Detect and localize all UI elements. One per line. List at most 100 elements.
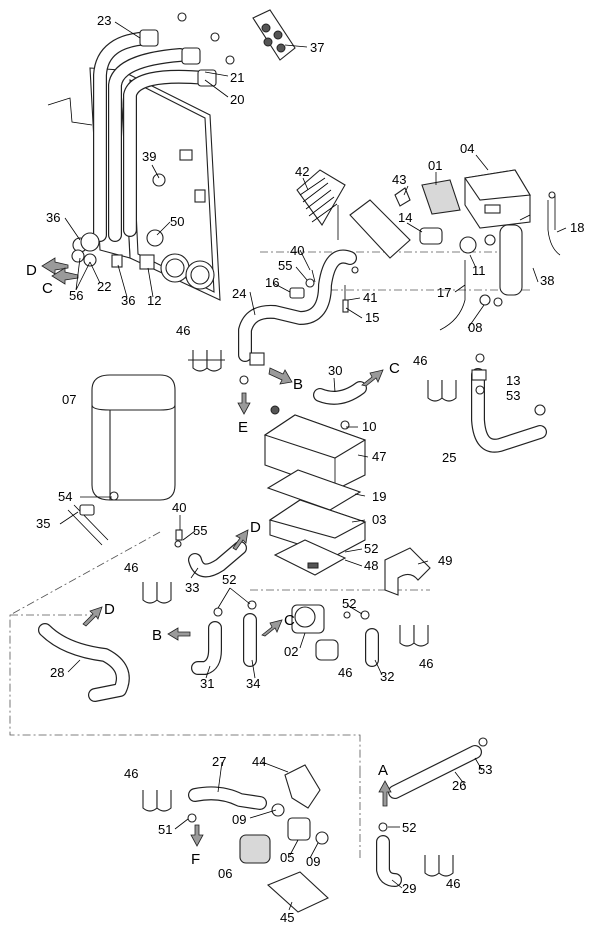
label-21: 21 (230, 70, 244, 85)
label-01: 01 (428, 158, 442, 173)
label-03: 03 (372, 512, 386, 527)
flow-arrow-c-low (261, 619, 283, 637)
label-53b: 53 (478, 762, 492, 777)
label-16: 16 (265, 275, 279, 290)
flow-label-d-low: D (250, 519, 261, 536)
flow-arrow-f-bot (190, 824, 204, 847)
clip-bottom-right (424, 855, 454, 877)
label-46c: 46 (124, 560, 138, 575)
pipe-33 (174, 529, 247, 578)
label-13: 13 (506, 373, 520, 388)
label-53a: 53 (506, 388, 520, 403)
pipe-28 (38, 623, 130, 702)
label-09b: 09 (306, 854, 320, 869)
label-36a: 36 (46, 210, 60, 225)
flow-arrow-c-top (51, 267, 79, 285)
bracket-44 (284, 764, 321, 809)
label-43: 43 (392, 172, 406, 187)
flow-label-c-top: C (42, 280, 53, 297)
label-06: 06 (218, 866, 232, 881)
fittings-left (71, 173, 166, 270)
label-22: 22 (97, 279, 111, 294)
label-37: 37 (310, 40, 324, 55)
flow-arrow-a-bot (378, 780, 392, 807)
clip-49 (384, 547, 431, 596)
pipes-31-34 (191, 600, 257, 675)
label-42: 42 (295, 164, 309, 179)
label-31: 31 (200, 676, 214, 691)
clip-right (427, 380, 457, 402)
flow-label-b-mid: B (293, 376, 303, 393)
flow-label-b-low: B (152, 627, 162, 644)
flow-label-c-mid: C (389, 360, 400, 377)
label-29: 29 (402, 881, 416, 896)
clip-bottom-left (142, 790, 172, 812)
label-56: 56 (69, 288, 83, 303)
flow-label-e-mid: E (238, 419, 248, 436)
label-45: 45 (280, 910, 294, 925)
label-52c: 52 (342, 596, 356, 611)
label-27: 27 (212, 754, 226, 769)
pipe-30 (313, 381, 367, 405)
label-38: 38 (540, 273, 554, 288)
label-46g: 46 (446, 876, 460, 891)
label-55a: 55 (278, 258, 292, 273)
housing-06 (239, 834, 271, 864)
leader-lines (59, 21, 567, 911)
label-08: 08 (468, 320, 482, 335)
label-11: 11 (472, 263, 486, 278)
label-46e: 46 (419, 656, 433, 671)
label-19: 19 (372, 489, 386, 504)
pump (291, 604, 379, 667)
label-44: 44 (252, 754, 266, 769)
pipe-25 (471, 353, 547, 453)
label-34: 34 (246, 676, 260, 691)
label-46b: 46 (413, 353, 427, 368)
cable (547, 191, 561, 256)
label-17: 17 (437, 285, 451, 300)
label-26: 26 (452, 778, 466, 793)
flow-arrow-c-mid (361, 369, 384, 387)
label-52a: 52 (364, 541, 378, 556)
label-32: 32 (380, 669, 394, 684)
label-20: 20 (230, 92, 244, 107)
flow-arrow-d-low (232, 529, 249, 551)
label-55b: 55 (193, 523, 207, 538)
cover-plate (252, 9, 296, 61)
control-box (394, 169, 531, 229)
label-14: 14 (398, 210, 412, 225)
label-35: 35 (36, 516, 50, 531)
label-39: 39 (142, 149, 156, 164)
label-50: 50 (170, 214, 184, 229)
flow-label-a-bot: A (378, 762, 388, 779)
flow-label-d-left: D (104, 601, 115, 618)
outlet-pipe (238, 249, 357, 385)
valve-05 (271, 803, 329, 845)
bracket-45 (266, 871, 329, 913)
label-40a: 40 (290, 243, 304, 258)
clip-pump-right (399, 625, 429, 647)
inlet-pipes (93, 12, 235, 242)
label-28: 28 (50, 665, 64, 680)
label-46a: 46 (176, 323, 190, 338)
filter (296, 169, 411, 259)
flow-letters: D C B C E D D B C A F (26, 262, 400, 868)
label-09a: 09 (232, 812, 246, 827)
label-48: 48 (364, 558, 378, 573)
label-54: 54 (58, 489, 72, 504)
label-46d: 46 (338, 665, 352, 680)
water-tank (91, 374, 176, 501)
pipe-26 (388, 737, 488, 799)
flow-label-d-top: D (26, 262, 37, 279)
clip-mid-left (142, 582, 172, 604)
label-36b: 36 (121, 293, 135, 308)
flow-arrow-d-left (82, 606, 103, 627)
heating-element (419, 214, 531, 331)
part-labels: 23 21 20 37 39 36 50 22 36 12 56 42 01 0… (36, 13, 584, 925)
label-49: 49 (438, 553, 452, 568)
pipe-35 (67, 504, 109, 546)
label-12: 12 (147, 293, 161, 308)
label-15: 15 (365, 310, 379, 325)
label-25: 25 (442, 450, 456, 465)
